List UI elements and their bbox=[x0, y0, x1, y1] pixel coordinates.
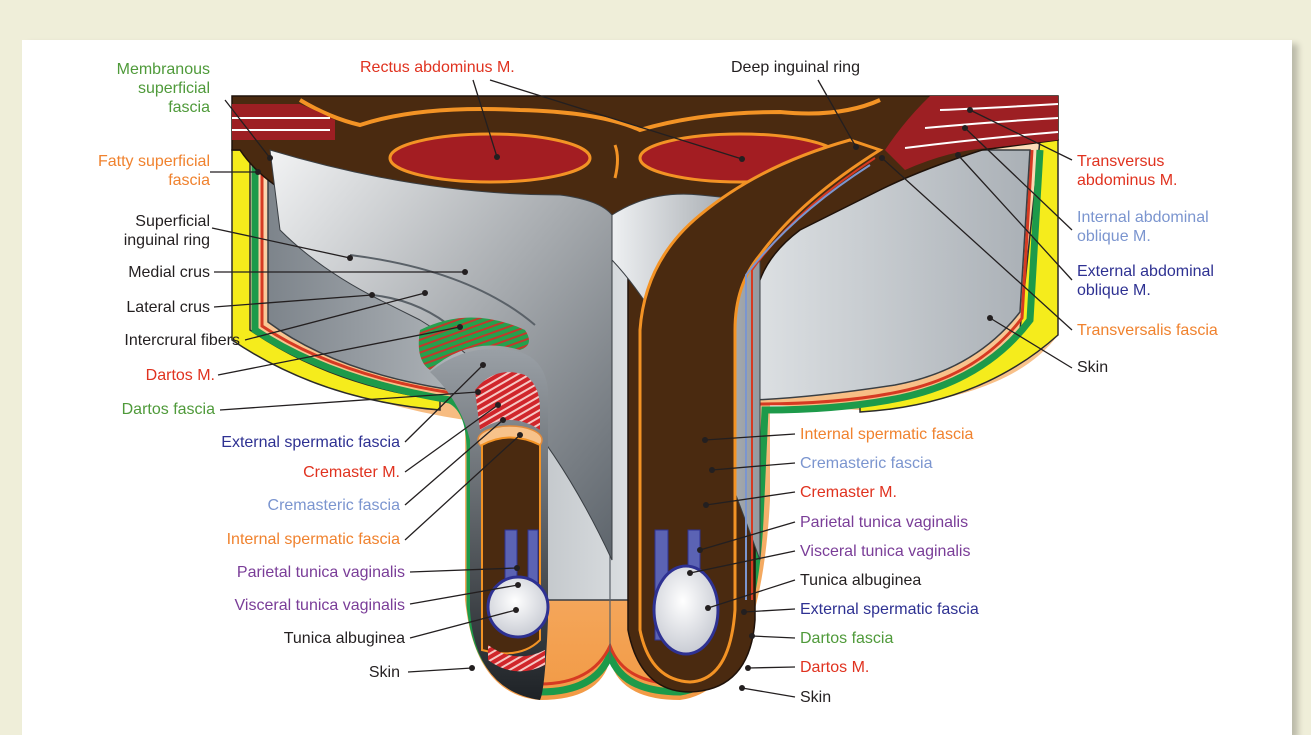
label-lateral-crus: Lateral crus bbox=[40, 298, 210, 317]
label-visceral-tunica-vaginalis-left: Visceral tunica vaginalis bbox=[100, 596, 405, 615]
label-external-spermatic-fascia-left: External spermatic fascia bbox=[100, 433, 400, 452]
label-tunica-albuginea-left: Tunica albuginea bbox=[100, 629, 405, 648]
label-internal-abdominal-oblique: Internal abdominal oblique M. bbox=[1077, 208, 1209, 246]
label-membranous-line1: Membranous bbox=[40, 60, 210, 79]
label-internal-spermatic-fascia-left: Internal spermatic fascia bbox=[100, 530, 400, 549]
label-transversus-abdominus: Transversus abdominus M. bbox=[1077, 152, 1178, 190]
label-visceral-tunica-vaginalis-right: Visceral tunica vaginalis bbox=[800, 542, 970, 561]
label-membranous-line2: superficial bbox=[40, 79, 210, 98]
label-external-oblique-line2: oblique M. bbox=[1077, 281, 1214, 300]
label-cremasteric-fascia-right: Cremasteric fascia bbox=[800, 454, 932, 473]
label-internal-oblique-line2: oblique M. bbox=[1077, 227, 1209, 246]
label-rectus-abdominus: Rectus abdominus M. bbox=[360, 58, 515, 77]
rectus-muscle-left bbox=[390, 134, 590, 182]
label-deep-inguinal-ring: Deep inguinal ring bbox=[731, 58, 860, 77]
label-skin-left: Skin bbox=[100, 663, 400, 682]
label-fatty-line2: fascia bbox=[40, 171, 210, 190]
label-membranous-line3: fascia bbox=[40, 98, 210, 117]
label-parietal-tunica-vaginalis-right: Parietal tunica vaginalis bbox=[800, 513, 968, 532]
label-superficial-ring-line1: Superficial bbox=[40, 212, 210, 231]
label-parietal-tunica-vaginalis-left: Parietal tunica vaginalis bbox=[100, 563, 405, 582]
label-tunica-albuginea-right: Tunica albuginea bbox=[800, 571, 921, 590]
label-transversus-line1: Transversus bbox=[1077, 152, 1178, 171]
label-external-spermatic-fascia-right: External spermatic fascia bbox=[800, 600, 979, 619]
label-superficial-inguinal-ring: Superficial inguinal ring bbox=[40, 212, 210, 250]
label-skin-right-top: Skin bbox=[1077, 358, 1108, 377]
label-intercrural-fibers: Intercrural fibers bbox=[40, 331, 240, 350]
label-membranous-superficial-fascia: Membranous superficial fascia bbox=[40, 60, 210, 117]
label-fatty-superficial-fascia: Fatty superficial fascia bbox=[40, 152, 210, 190]
label-skin-right-bottom: Skin bbox=[800, 688, 831, 707]
label-medial-crus: Medial crus bbox=[40, 263, 210, 282]
label-external-oblique-line1: External abdominal bbox=[1077, 262, 1214, 281]
label-fatty-line1: Fatty superficial bbox=[40, 152, 210, 171]
label-transversalis-fascia: Transversalis fascia bbox=[1077, 321, 1218, 340]
label-cremaster-muscle-left: Cremaster M. bbox=[100, 463, 400, 482]
label-external-abdominal-oblique: External abdominal oblique M. bbox=[1077, 262, 1214, 300]
label-cremasteric-fascia-left: Cremasteric fascia bbox=[100, 496, 400, 515]
label-transversus-line2: abdominus M. bbox=[1077, 171, 1178, 190]
label-internal-spermatic-fascia-right: Internal spermatic fascia bbox=[800, 425, 973, 444]
label-dartos-muscle-right: Dartos M. bbox=[800, 658, 869, 677]
label-dartos-fascia-left: Dartos fascia bbox=[40, 400, 215, 419]
label-dartos-muscle-left: Dartos M. bbox=[40, 366, 215, 385]
label-superficial-ring-line2: inguinal ring bbox=[40, 231, 210, 250]
label-dartos-fascia-right: Dartos fascia bbox=[800, 629, 893, 648]
label-internal-oblique-line1: Internal abdominal bbox=[1077, 208, 1209, 227]
label-cremaster-muscle-right: Cremaster M. bbox=[800, 483, 897, 502]
